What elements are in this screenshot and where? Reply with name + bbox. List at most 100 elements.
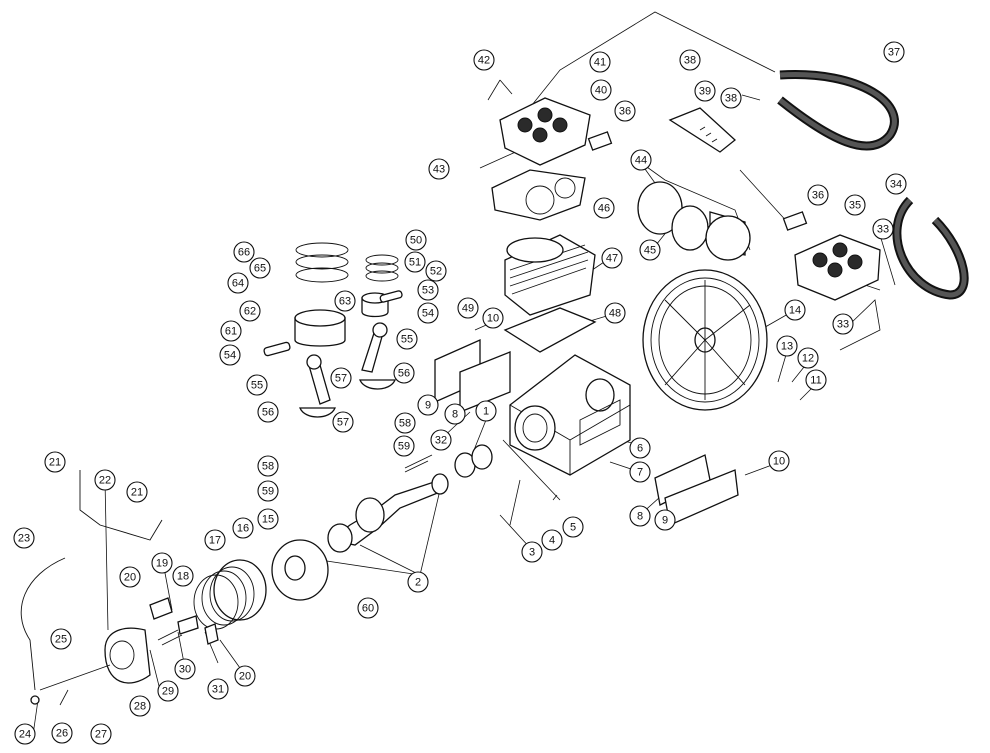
callout-57: 57 xyxy=(330,367,352,389)
callout-number: 35 xyxy=(849,200,861,212)
callout-25: 25 xyxy=(50,628,72,650)
callout-number: 33 xyxy=(877,224,889,236)
callout-number: 64 xyxy=(232,278,244,290)
callout-circle xyxy=(220,320,242,342)
oil-pump-housing xyxy=(104,597,219,684)
callout-38: 38 xyxy=(720,87,742,109)
callout-circle xyxy=(720,87,742,109)
callout-number: 58 xyxy=(262,461,274,473)
discharge-tubes xyxy=(777,70,969,300)
callout-circle xyxy=(430,429,452,451)
callout-57: 57 xyxy=(332,411,354,433)
callout-number: 9 xyxy=(425,400,431,412)
callout-16: 16 xyxy=(232,517,254,539)
callout-number: 17 xyxy=(209,535,221,547)
callout-circle xyxy=(872,218,894,240)
callout-number: 32 xyxy=(435,435,447,447)
callout-number: 43 xyxy=(433,164,445,176)
callout-62: 62 xyxy=(239,300,261,322)
callout-number: 65 xyxy=(254,263,266,275)
callout-9: 9 xyxy=(654,509,676,531)
callout-circle xyxy=(239,300,261,322)
callout-circle xyxy=(227,272,249,294)
callout-46: 46 xyxy=(593,197,615,219)
callout-60: 60 xyxy=(357,597,379,619)
callout-56: 56 xyxy=(257,401,279,423)
callout-number: 13 xyxy=(781,341,793,353)
callout-number: 62 xyxy=(244,306,256,318)
callout-number: 40 xyxy=(595,85,607,97)
callout-33: 33 xyxy=(832,313,854,335)
callout-number: 27 xyxy=(95,729,107,741)
callout-circle xyxy=(805,369,827,391)
crankshaft xyxy=(327,444,493,553)
callout-circle xyxy=(50,628,72,650)
callout-3: 3 xyxy=(521,541,543,563)
callout-56: 56 xyxy=(393,362,415,384)
callout-circle xyxy=(768,450,790,472)
callout-circle xyxy=(129,695,151,717)
callout-17: 17 xyxy=(204,529,226,551)
callout-54: 54 xyxy=(417,302,439,324)
callout-20: 20 xyxy=(119,566,141,588)
callout-53: 53 xyxy=(417,279,439,301)
callout-number: 61 xyxy=(225,326,237,338)
callout-66: 66 xyxy=(233,241,255,263)
callout-circle xyxy=(604,302,626,324)
callout-number: 49 xyxy=(462,303,474,315)
callout-42: 42 xyxy=(473,49,495,71)
callout-34: 34 xyxy=(885,173,907,195)
callout-28: 28 xyxy=(129,695,151,717)
callout-number: 57 xyxy=(335,373,347,385)
callout-circle xyxy=(407,571,429,593)
callout-circle xyxy=(257,480,279,502)
callout-number: 29 xyxy=(162,686,174,698)
callout-circle xyxy=(405,229,427,251)
callout-circle xyxy=(13,527,35,549)
callout-number: 57 xyxy=(337,417,349,429)
callout-circle xyxy=(444,403,466,425)
callout-20: 20 xyxy=(234,665,256,687)
callout-number: 14 xyxy=(789,305,801,317)
callout-number: 9 xyxy=(662,515,668,527)
callout-circle xyxy=(151,552,173,574)
callout-1: 1 xyxy=(475,400,497,422)
callout-circle xyxy=(393,362,415,384)
callout-circle xyxy=(394,412,416,434)
callout-number: 63 xyxy=(339,296,351,308)
callout-35: 35 xyxy=(844,194,866,216)
callout-number: 28 xyxy=(134,701,146,713)
callout-circle xyxy=(629,461,651,483)
callout-number: 37 xyxy=(888,47,900,59)
callout-number: 20 xyxy=(124,572,136,584)
callout-8: 8 xyxy=(629,505,651,527)
pistons-and-rods xyxy=(263,242,403,418)
callout-circle xyxy=(246,374,268,396)
callout-number: 46 xyxy=(598,203,610,215)
callout-number: 5 xyxy=(570,522,576,534)
callout-61: 61 xyxy=(220,320,242,342)
callout-8: 8 xyxy=(444,403,466,425)
callout-circle xyxy=(330,367,352,389)
callout-circle xyxy=(776,335,798,357)
callout-circle xyxy=(94,469,116,491)
callout-number: 8 xyxy=(452,409,458,421)
callout-number: 7 xyxy=(637,467,643,479)
callout-number: 53 xyxy=(422,285,434,297)
callout-21: 21 xyxy=(126,481,148,503)
callout-number: 38 xyxy=(725,93,737,105)
callout-number: 18 xyxy=(177,571,189,583)
callout-5: 5 xyxy=(562,516,584,538)
callout-number: 42 xyxy=(478,55,490,67)
callout-number: 59 xyxy=(262,486,274,498)
callout-number: 19 xyxy=(156,558,168,570)
callout-63: 63 xyxy=(334,290,356,312)
callout-number: 12 xyxy=(802,353,814,365)
callout-36: 36 xyxy=(807,184,829,206)
callout-47: 47 xyxy=(601,247,623,269)
callout-number: 58 xyxy=(399,418,411,430)
callout-circle xyxy=(475,400,497,422)
callout-15: 15 xyxy=(257,508,279,530)
